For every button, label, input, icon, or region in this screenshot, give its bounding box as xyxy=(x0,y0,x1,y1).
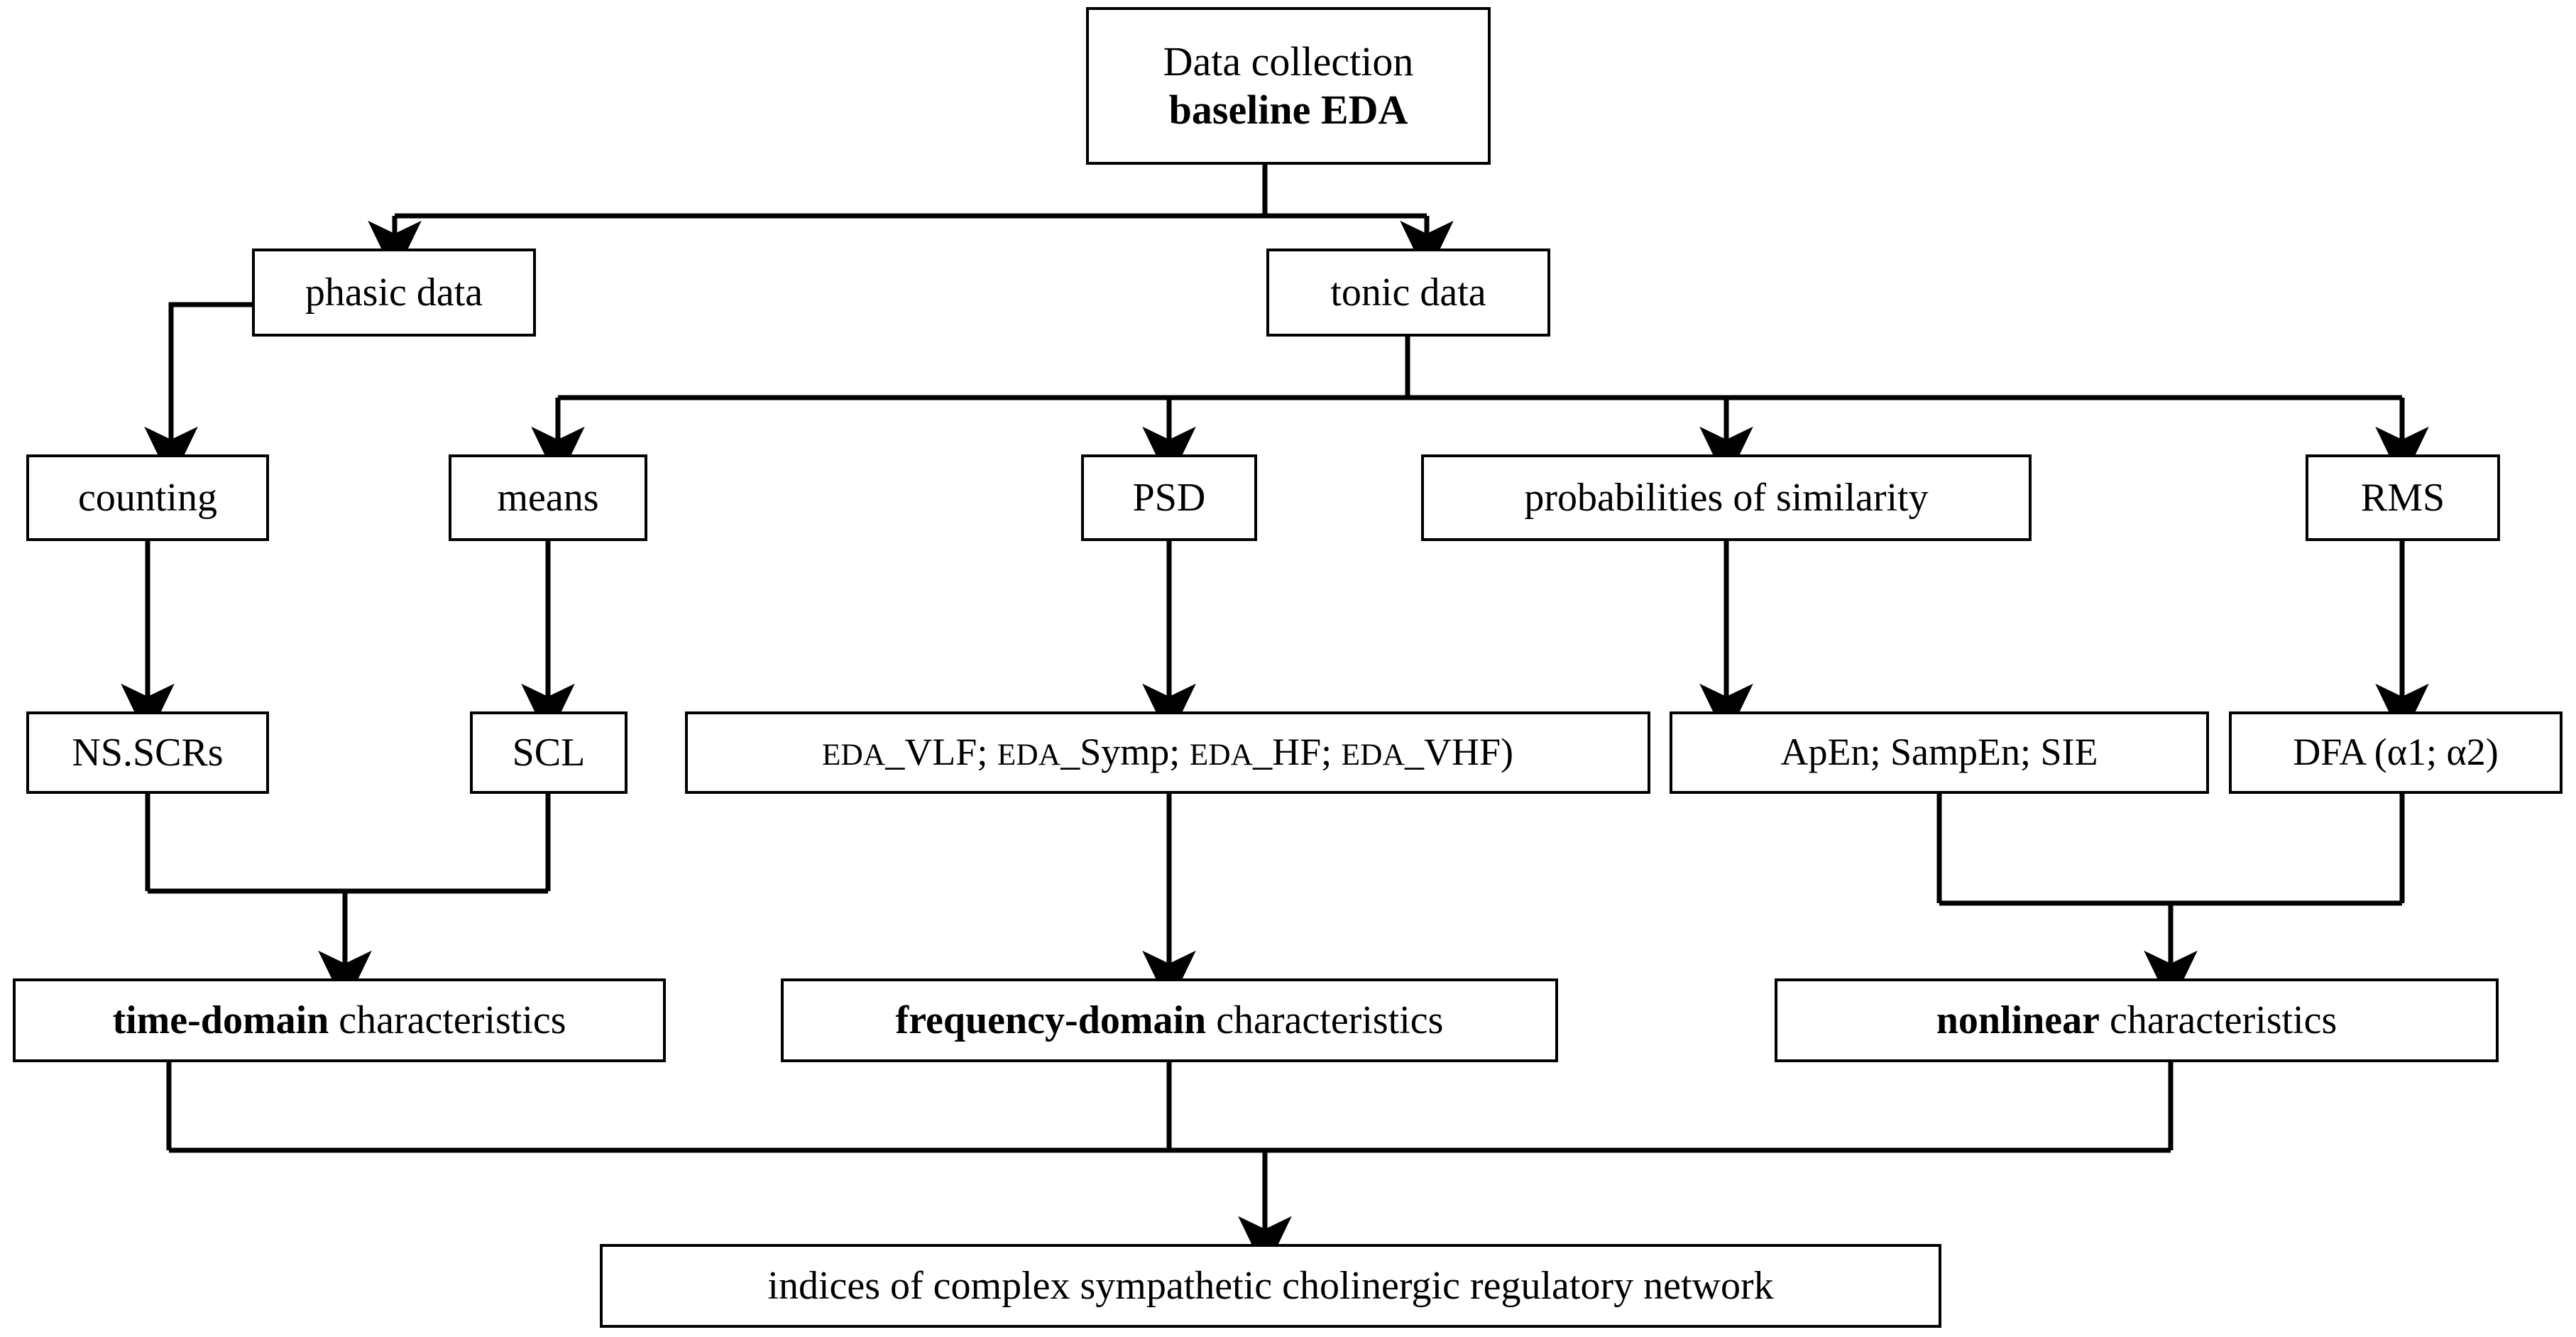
node-frequency-domain-characteristics-label: frequency-domain characteristics xyxy=(896,997,1444,1044)
edge-phasic-to-counting xyxy=(144,302,252,483)
node-ns-scrs[interactable]: NS.SCRs xyxy=(26,711,269,794)
node-phasic-data-label: phasic data xyxy=(305,270,483,315)
node-entropies[interactable]: ApEn; SampEn; SIE xyxy=(1670,711,2209,794)
node-psd-label: PSD xyxy=(1132,475,1206,520)
nonlinear-bold: nonlinear xyxy=(1936,998,2100,1042)
node-nonlinear-characteristics-label: nonlinear characteristics xyxy=(1936,997,2337,1044)
node-frequency-domain-characteristics[interactable]: frequency-domain characteristics xyxy=(781,978,1558,1062)
node-eda-bands[interactable]: EDA_VLF; EDA_Symp; EDA_HF; EDA_VHF) xyxy=(685,711,1650,794)
node-rms[interactable]: RMS xyxy=(2306,454,2500,541)
node-entropies-label: ApEn; SampEn; SIE xyxy=(1780,731,2098,774)
node-counting[interactable]: counting xyxy=(26,454,269,541)
node-data-collection-line1: Data collection xyxy=(1163,38,1414,84)
node-time-domain-characteristics[interactable]: time-domain characteristics xyxy=(13,978,666,1062)
node-rms-label: RMS xyxy=(2360,475,2445,520)
node-ns-scrs-label: NS.SCRs xyxy=(72,730,224,775)
eda-bands-part2: _VLF; xyxy=(885,731,997,774)
eda-bands-part1: EDA xyxy=(821,738,886,773)
node-counting-label: counting xyxy=(78,475,217,520)
eda-bands-part3: EDA xyxy=(997,738,1061,773)
node-eda-bands-label: EDA_VLF; EDA_Symp; EDA_HF; EDA_VHF) xyxy=(822,730,1513,775)
node-indices[interactable]: indices of complex sympathetic cholinerg… xyxy=(600,1244,1941,1328)
node-indices-label: indices of complex sympathetic cholinerg… xyxy=(767,1263,1774,1308)
frequency-domain-rest: characteristics xyxy=(1206,998,1444,1042)
node-probabilities-of-similarity[interactable]: probabilities of similarity xyxy=(1421,454,2032,541)
node-probabilities-of-similarity-label: probabilities of similarity xyxy=(1524,475,1929,520)
time-domain-bold: time-domain xyxy=(112,998,329,1042)
node-psd[interactable]: PSD xyxy=(1081,454,1257,541)
eda-bands-part6: _HF; xyxy=(1253,731,1342,774)
node-phasic-data[interactable]: phasic data xyxy=(252,249,536,337)
node-means-label: means xyxy=(497,475,599,520)
node-means[interactable]: means xyxy=(449,454,647,541)
eda-bands-part5: EDA xyxy=(1189,738,1254,773)
node-nonlinear-characteristics[interactable]: nonlinear characteristics xyxy=(1775,978,2499,1062)
eda-bands-part8: _VHF) xyxy=(1405,731,1514,774)
eda-bands-part7: EDA xyxy=(1341,738,1405,773)
node-data-collection[interactable]: Data collection baseline EDA xyxy=(1086,7,1491,165)
time-domain-rest: characteristics xyxy=(329,998,566,1042)
nonlinear-rest: characteristics xyxy=(2100,998,2337,1042)
node-dfa[interactable]: DFA (α1; α2) xyxy=(2229,711,2563,794)
node-data-collection-line2: baseline EDA xyxy=(1168,87,1408,133)
frequency-domain-bold: frequency-domain xyxy=(895,998,1207,1042)
eda-bands-part4: _Symp; xyxy=(1060,731,1190,774)
node-dfa-label: DFA (α1; α2) xyxy=(2293,731,2499,774)
node-scl-label: SCL xyxy=(512,730,586,775)
node-tonic-data[interactable]: tonic data xyxy=(1266,249,1550,337)
node-tonic-data-label: tonic data xyxy=(1330,270,1486,315)
node-time-domain-characteristics-label: time-domain characteristics xyxy=(112,997,566,1044)
node-scl[interactable]: SCL xyxy=(470,711,627,794)
